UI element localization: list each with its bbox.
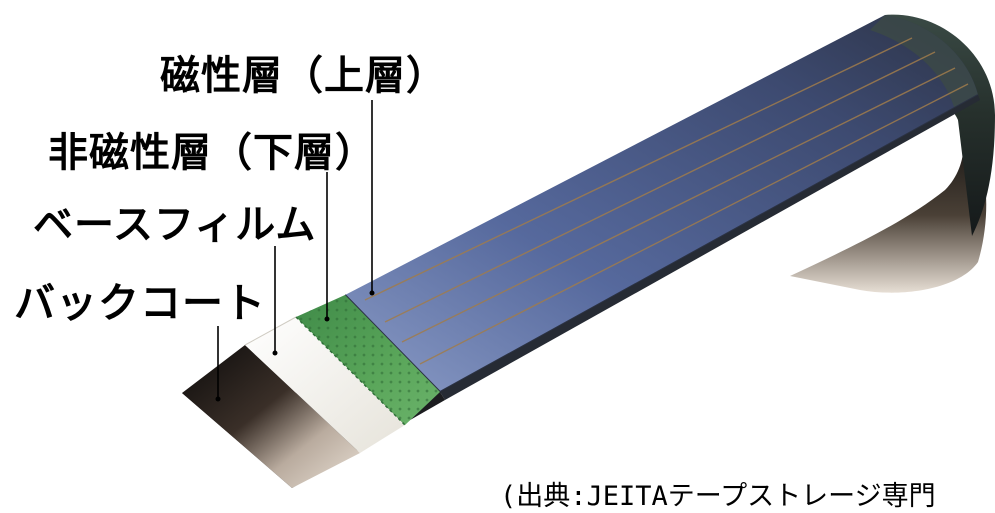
label-back-coat: バックコート [14,279,266,327]
leader-lines [217,100,373,398]
label-nonmagnetic-layer-lower: 非磁性層（下層） [48,130,376,176]
recording-tracks [364,37,969,365]
label-base-film: ベースフィルム [33,202,317,248]
back-coat-layer [182,345,360,488]
source-credit: (出典:JEITAテープストレージ専門 [500,481,936,512]
base-film-layer [245,317,405,453]
tape-underside [790,120,987,293]
label-magnetic-layer-upper: 磁性層（上層） [160,53,447,99]
